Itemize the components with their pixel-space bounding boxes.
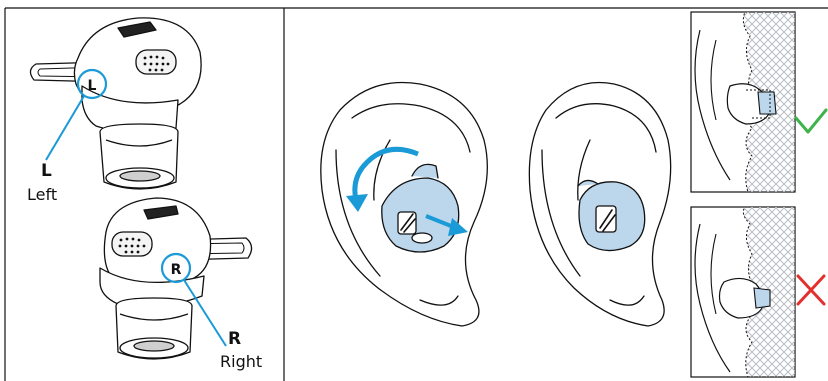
left-earbud-illustration: L — [30, 18, 201, 189]
right-earbud-mark: R — [171, 262, 182, 278]
cross-icon — [798, 276, 824, 304]
left-letter-label: L — [41, 163, 52, 180]
correct-fit-panel — [691, 12, 826, 192]
ear-insertion-step-1 — [321, 82, 488, 326]
incorrect-fit-panel — [691, 207, 824, 377]
left-word-label: Left — [27, 187, 57, 203]
right-letter-label: R — [228, 331, 241, 348]
ear-insertion-step-2 — [529, 82, 670, 326]
left-earbud-mark: L — [88, 78, 97, 94]
checkmark-icon — [796, 110, 826, 132]
rotate-arrowhead — [346, 194, 368, 212]
right-word-label: Right — [220, 354, 262, 370]
